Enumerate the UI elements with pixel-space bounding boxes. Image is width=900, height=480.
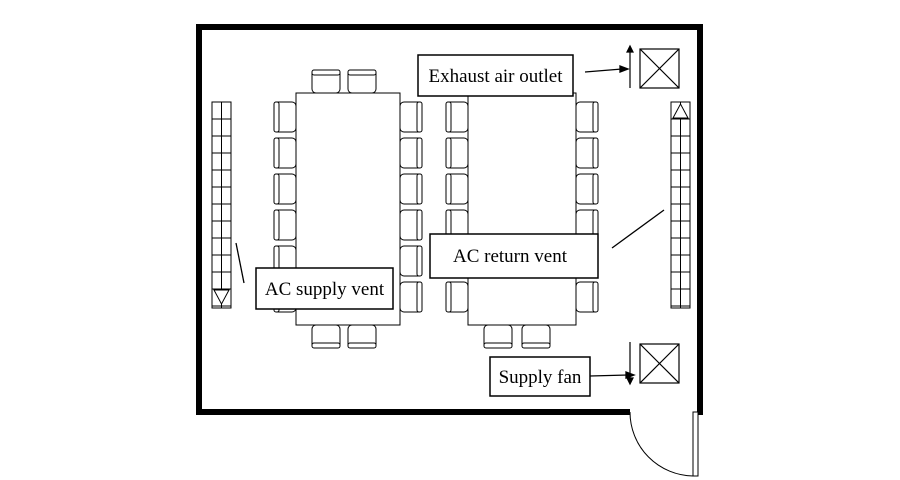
chair	[311, 69, 341, 94]
chair	[575, 281, 599, 313]
chair	[347, 324, 377, 349]
chair	[575, 173, 599, 205]
right-table	[467, 92, 577, 326]
chair	[311, 324, 341, 349]
chair	[483, 324, 513, 349]
chair	[445, 101, 469, 133]
chair	[445, 209, 469, 241]
chair	[399, 173, 423, 205]
chair	[273, 137, 297, 169]
return-vent-label-text: AC return vent	[453, 246, 568, 267]
chair	[347, 69, 377, 94]
exhaust-label: Exhaust air outlet	[417, 54, 574, 97]
right-table-chairs	[445, 101, 599, 349]
room-walls	[196, 24, 703, 415]
supply-fan-label-text: Supply fan	[499, 367, 582, 388]
ac-supply-vent-grille	[211, 101, 232, 309]
chair	[399, 245, 423, 277]
chair	[445, 173, 469, 205]
return-vent-label: AC return vent	[429, 233, 599, 279]
supply-vent-label: AC supply vent	[255, 267, 394, 310]
exhaust-outlet-symbol	[626, 44, 680, 89]
left-table-chairs	[273, 69, 423, 349]
chair	[399, 209, 423, 241]
chair	[521, 324, 551, 349]
left-table-group	[273, 69, 423, 349]
chair	[273, 209, 297, 241]
chair	[273, 173, 297, 205]
supply-fan-symbol	[626, 342, 680, 386]
supply-vent-label-text: AC supply vent	[265, 279, 385, 300]
chair	[575, 137, 599, 169]
chair	[445, 137, 469, 169]
chair	[399, 137, 423, 169]
chair	[399, 101, 423, 133]
exhaust-label-text: Exhaust air outlet	[428, 66, 563, 87]
leader-lines	[235, 65, 665, 379]
chair	[575, 101, 599, 133]
ac-return-vent-grille	[670, 101, 691, 309]
chair	[445, 281, 469, 313]
right-table-group	[445, 92, 599, 349]
door	[629, 411, 699, 477]
chair	[273, 101, 297, 133]
supply-fan-label: Supply fan	[489, 356, 591, 397]
chair	[399, 281, 423, 313]
